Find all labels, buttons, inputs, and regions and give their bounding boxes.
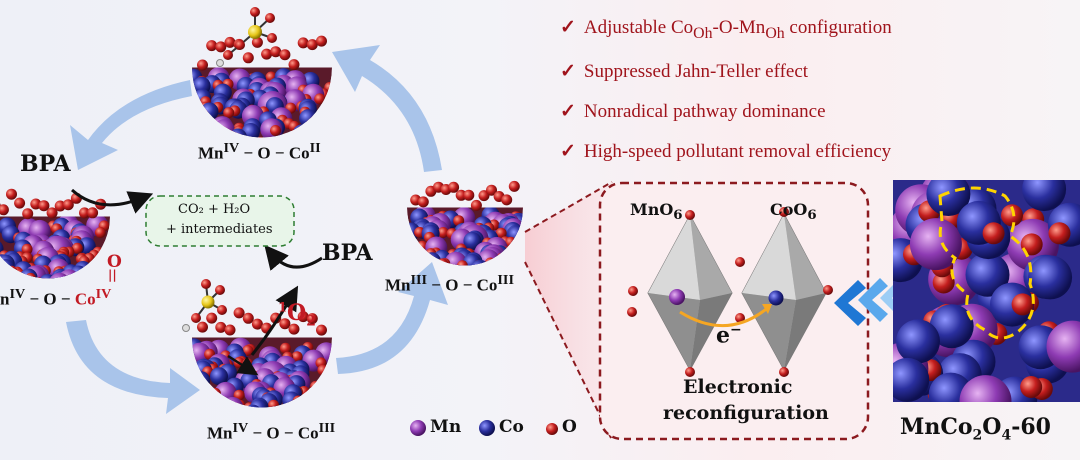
claim-1: ✓Adjustable CoOh-O-MnOh configuration (560, 17, 892, 42)
catalyst-particles (0, 35, 523, 408)
mno6-label: MnO6 (630, 200, 683, 224)
coo6-label: CoO6 (770, 200, 817, 224)
caption-line-1: Electronic (683, 376, 793, 398)
state-left-label: nIV − O − CoIV (0, 286, 112, 309)
cycle-arrow-bottom-right (336, 262, 448, 374)
claim-2: ✓Suppressed Jahn-Teller effect (560, 61, 809, 82)
particle-bottom (192, 307, 332, 408)
octahedra-oxygens (627, 207, 833, 377)
mno6-octahedron (647, 213, 733, 372)
cycle-arrow-bottom-left (66, 320, 200, 414)
crystal-label: MnCo2O4-60 (900, 414, 1051, 444)
claim-4: ✓High-speed pollutant removal efficiency (560, 141, 892, 162)
check-icon: ✓ (560, 101, 576, 122)
particle-right (407, 180, 523, 266)
pms-molecule-top (216, 7, 277, 67)
check-icon: ✓ (560, 141, 576, 162)
bpa-right-arrow (264, 244, 323, 271)
electron-transfer-arrow (679, 304, 771, 328)
particle-left (0, 188, 110, 279)
state-right-label: MnIII − O − CoIII (385, 272, 514, 295)
legend-co-dot (479, 420, 495, 436)
particle-top (192, 35, 332, 138)
singlet-oxygen-arrow (250, 285, 299, 356)
coo6-octahedron (741, 212, 827, 372)
caption-line-2: reconfiguration (663, 402, 829, 424)
products-box (145, 195, 295, 247)
state-top-label: MnIV − O − CoII (198, 140, 321, 163)
bpa-left-arrow (71, 188, 154, 214)
bpa-right-label: BPA (322, 240, 373, 266)
claim-3: ✓Nonradical pathway dominance (560, 101, 826, 122)
legend-co-label: Co (499, 417, 524, 437)
cycle-arrow-top-right (332, 45, 442, 172)
legend-mn-label: Mn (430, 417, 462, 437)
pms-molecule-bottom (182, 279, 227, 332)
products-line-2: + intermediates (166, 222, 273, 237)
bpa-left-label: BPA (20, 151, 71, 177)
zoom-funnel (525, 182, 612, 440)
crystal-structure-image (893, 180, 1080, 402)
left-oxo-label: O (107, 252, 122, 272)
products-line-1: CO₂ + H₂O (178, 202, 251, 217)
left-bond-label: || (108, 268, 117, 282)
check-icon: ✓ (560, 17, 576, 38)
legend-o-label: O (562, 417, 577, 437)
cycle-arrows (66, 45, 448, 414)
cycle-arrow-top-left (70, 80, 192, 170)
electron-label: e− (716, 322, 742, 349)
singlet-oxygen-label: 1O2 (278, 300, 316, 330)
legend-mn-dot (410, 420, 426, 436)
legend-o-dot (546, 423, 558, 435)
check-icon: ✓ (560, 61, 576, 82)
state-bottom-label: MnIV − O − CoIII (207, 420, 336, 443)
